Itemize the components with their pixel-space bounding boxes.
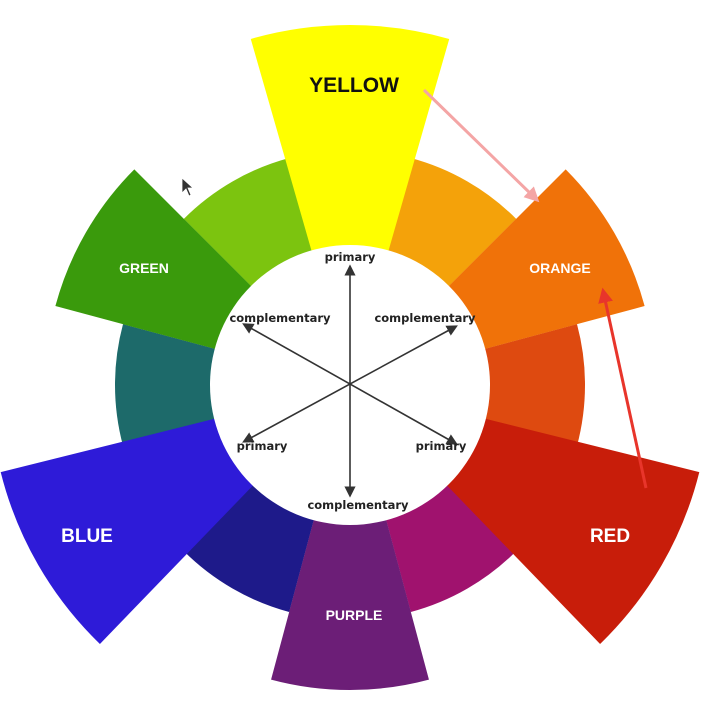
red-label: RED [590, 526, 630, 547]
center-left-bottom-label: primary [237, 439, 288, 453]
center-bottom-label: complementary [307, 498, 409, 512]
center-arrows [242, 264, 458, 498]
purple-label: PURPLE [326, 607, 383, 623]
yellow-label: YELLOW [309, 74, 399, 97]
center-top-label: primary [325, 250, 376, 264]
blue-label: BLUE [61, 526, 113, 547]
annotation-arrow-red-to-orange [598, 287, 648, 489]
center-left-top-label: complementary [229, 311, 331, 325]
wedge-purple [271, 385, 429, 690]
diagonal-arrow-up [242, 325, 458, 443]
center-right-bottom-label: primary [416, 439, 467, 453]
wedge-yellow [250, 24, 450, 385]
center-right-top-label: complementary [374, 311, 476, 325]
annotation-arrow-yellow-to-orange [422, 88, 540, 203]
green-label: GREEN [119, 260, 169, 276]
mouse-cursor-icon [181, 177, 195, 197]
orange-label: ORANGE [529, 260, 590, 276]
